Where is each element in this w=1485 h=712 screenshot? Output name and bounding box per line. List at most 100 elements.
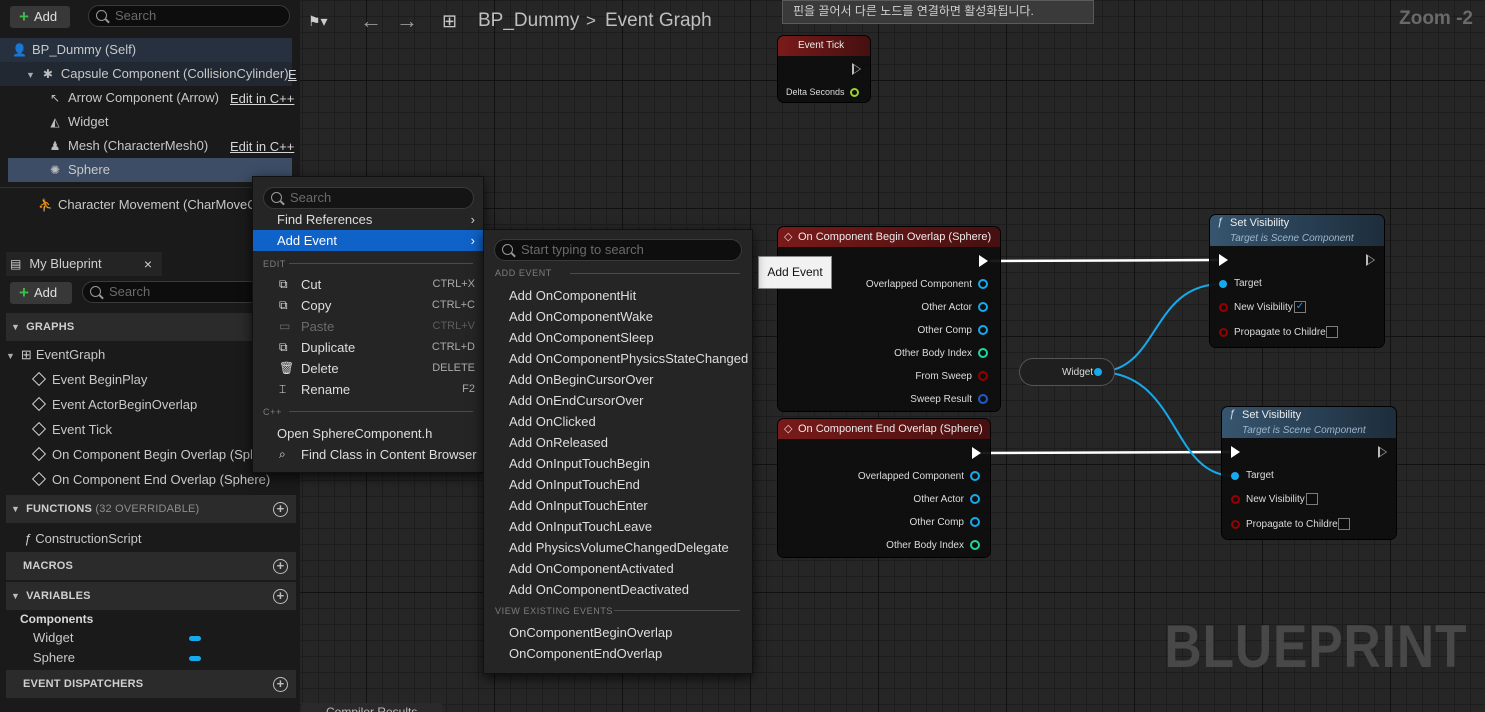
collapse-arrow-icon[interactable]: ▼	[11, 322, 21, 332]
object-pin[interactable]	[1219, 280, 1227, 288]
new-visibility-checkbox[interactable]: ✓	[1294, 301, 1306, 313]
component-capsule[interactable]: ▼✱Capsule Component (CollisionCylinder)	[0, 62, 292, 86]
graphs-section-header[interactable]: ▼GRAPHS	[6, 313, 296, 341]
component-sphere[interactable]: ✺Sphere	[8, 158, 292, 182]
menu-item-existing-event[interactable]: OnComponentBeginOverlap	[484, 622, 752, 643]
tab-my-blueprint[interactable]: ▤My Blueprint×	[6, 252, 162, 276]
menu-item-add-event-option[interactable]: Add OnComponentDeactivated	[484, 579, 752, 600]
menu-item-add-event-option[interactable]: Add OnInputTouchEnter	[484, 495, 752, 516]
menu-item-add-event-option[interactable]: Add OnComponentWake	[484, 306, 752, 327]
capsule-edit-cpp-link[interactable]: E	[288, 67, 297, 82]
int-pin[interactable]	[970, 540, 980, 550]
add-function-button[interactable]: +	[273, 502, 288, 517]
component-movement[interactable]: ⛹Character Movement (CharMoveC	[0, 193, 292, 217]
exec-out-pin[interactable]	[852, 63, 861, 75]
exec-in-pin[interactable]	[1231, 446, 1240, 458]
component-widget[interactable]: ◭Widget	[0, 110, 292, 134]
float-pin[interactable]	[850, 88, 859, 97]
menu-item-add-event-option[interactable]: Add OnComponentHit	[484, 285, 752, 306]
functions-section-header[interactable]: ▼FUNCTIONS (32 OVERRIDABLE)+	[6, 495, 296, 523]
add-dispatcher-button[interactable]: +	[273, 677, 288, 692]
menu-item-add-event[interactable]: Add Event›	[253, 230, 483, 251]
event-item[interactable]: Event ActorBeginOverlap	[31, 392, 197, 417]
exec-out-pin[interactable]	[1378, 446, 1387, 458]
propagate-checkbox[interactable]	[1326, 326, 1338, 338]
variable-sphere[interactable]: Sphere	[33, 650, 75, 665]
menu-item-add-event-option[interactable]: Add OnReleased	[484, 432, 752, 453]
event-item[interactable]: On Component End Overlap (Sphere)	[31, 467, 270, 492]
event-item[interactable]: On Component Begin Overlap (Sphere)	[31, 442, 280, 467]
exec-out-pin[interactable]	[979, 255, 988, 267]
components-search-input[interactable]: Search	[88, 5, 290, 27]
menu-item-find-class[interactable]: ⌕Find Class in Content Browser	[253, 444, 483, 465]
widget-getter-node[interactable]: Widget	[1020, 359, 1114, 385]
end-overlap-node[interactable]: ◇On Component End Overlap (Sphere) Overl…	[778, 419, 990, 557]
menu-item-open-source[interactable]: Open SphereComponent.h	[253, 423, 483, 444]
my-blueprint-search-input[interactable]: Search	[82, 281, 262, 303]
bool-pin[interactable]	[1219, 328, 1228, 337]
add-component-button[interactable]: +Add	[10, 6, 70, 28]
variables-section-header[interactable]: ▼VARIABLES+	[6, 582, 296, 610]
bool-pin[interactable]	[978, 371, 988, 381]
exec-in-pin[interactable]	[1219, 254, 1228, 266]
variable-widget[interactable]: Widget	[33, 630, 74, 645]
object-pin[interactable]	[970, 494, 980, 504]
bookmark-icon[interactable]: ⚑▾	[308, 13, 328, 29]
collapse-arrow-icon[interactable]: ▼	[11, 504, 21, 514]
menu-item-add-event-option[interactable]: Add OnBeginCursorOver	[484, 369, 752, 390]
collapse-arrow-icon[interactable]: ▼	[11, 591, 21, 601]
submenu-search-input[interactable]: Start typing to search	[494, 239, 742, 261]
close-tab-button[interactable]: ×	[143, 256, 152, 272]
menu-item-add-event-option[interactable]: Add OnInputTouchEnd	[484, 474, 752, 495]
exec-out-pin[interactable]	[972, 447, 981, 459]
menu-item-add-event-option[interactable]: Add OnComponentSleep	[484, 327, 752, 348]
int-pin[interactable]	[978, 348, 988, 358]
begin-overlap-node[interactable]: ◇On Component Begin Overlap (Sphere) Ove…	[778, 227, 1000, 411]
collapse-arrow-icon[interactable]: ▼	[26, 70, 35, 80]
dispatchers-section-header[interactable]: EVENT DISPATCHERS+	[6, 670, 296, 698]
back-arrow-icon[interactable]: ←	[360, 8, 382, 33]
event-item[interactable]: Event Tick	[31, 417, 112, 442]
mesh-edit-cpp-link[interactable]: Edit in C++	[230, 139, 295, 154]
component-arrow[interactable]: ↖Arrow Component (Arrow)	[0, 86, 292, 110]
menu-item-add-event-option[interactable]: Add OnInputTouchBegin	[484, 453, 752, 474]
component-mesh[interactable]: ♟Mesh (CharacterMesh0)	[0, 134, 292, 158]
object-pin[interactable]	[1231, 472, 1239, 480]
menu-item-add-event-option[interactable]: Add OnEndCursorOver	[484, 390, 752, 411]
event-graph-item[interactable]: ▼⊞EventGraph	[6, 342, 105, 367]
collapse-arrow-icon[interactable]: ▼	[6, 351, 15, 361]
exec-out-pin[interactable]	[1366, 254, 1375, 266]
breadcrumb-blueprint[interactable]: BP_Dummy	[478, 10, 580, 31]
object-pin[interactable]	[978, 279, 988, 289]
object-pin[interactable]	[970, 517, 980, 527]
propagate-checkbox[interactable]	[1338, 518, 1350, 530]
menu-item-existing-event[interactable]: OnComponentEndOverlap	[484, 643, 752, 664]
components-group[interactable]: Components	[20, 612, 94, 626]
context-search-input[interactable]: Search	[263, 187, 474, 209]
bool-pin[interactable]	[1219, 303, 1228, 312]
struct-pin[interactable]	[978, 394, 988, 404]
object-pin[interactable]	[978, 302, 988, 312]
bool-pin[interactable]	[1231, 495, 1240, 504]
arrow-edit-cpp-link[interactable]: Edit in C++	[230, 91, 295, 106]
event-tick-node[interactable]: Event Tick Delta Seconds	[778, 36, 870, 102]
menu-item-add-event-option[interactable]: Add OnClicked	[484, 411, 752, 432]
event-item[interactable]: Event BeginPlay	[31, 367, 147, 392]
menu-item-add-event-option[interactable]: Add OnComponentActivated	[484, 558, 752, 579]
add-macro-button[interactable]: +	[273, 559, 288, 574]
object-pin[interactable]	[1094, 368, 1102, 376]
compiler-results-tab[interactable]: Compiler Results	[302, 703, 442, 712]
add-member-button[interactable]: +Add	[10, 282, 72, 304]
bool-pin[interactable]	[1231, 520, 1240, 529]
new-visibility-checkbox[interactable]	[1306, 493, 1318, 505]
menu-item-add-event-option[interactable]: Add OnInputTouchLeave	[484, 516, 752, 537]
object-pin[interactable]	[978, 325, 988, 335]
forward-arrow-icon[interactable]: →	[396, 8, 418, 33]
component-self[interactable]: 👤BP_Dummy (Self)	[0, 38, 292, 62]
